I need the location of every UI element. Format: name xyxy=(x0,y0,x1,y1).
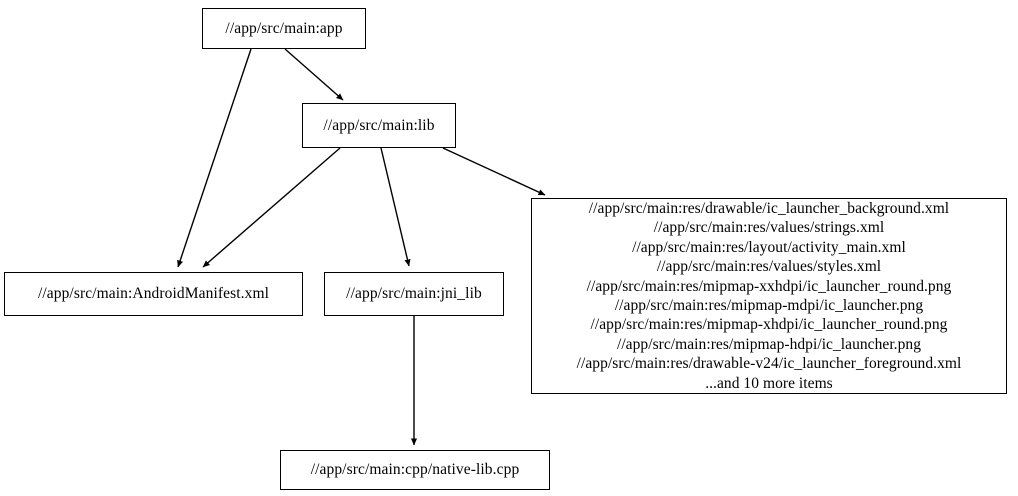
node-app-label: //app/src/main:app xyxy=(225,19,343,37)
node-lib-label: //app/src/main:lib xyxy=(323,116,435,134)
node-resources-group[interactable]: //app/src/main:res/drawable/ic_launcher_… xyxy=(531,198,1007,394)
node-app[interactable]: //app/src/main:app xyxy=(202,8,366,49)
edge-app-to-lib xyxy=(284,48,344,101)
edge-lib-to-manifest xyxy=(202,147,341,268)
node-jni-lib[interactable]: //app/src/main:jni_lib xyxy=(324,272,504,316)
node-resources-group-label: //app/src/main:res/drawable/ic_launcher_… xyxy=(576,199,962,392)
node-native-lib-cpp-label: //app/src/main:cpp/native-lib.cpp xyxy=(310,461,520,479)
edge-app-to-manifest xyxy=(177,48,252,268)
node-native-lib-cpp[interactable]: //app/src/main:cpp/native-lib.cpp xyxy=(280,450,550,490)
node-lib[interactable]: //app/src/main:lib xyxy=(302,103,456,148)
node-jni-lib-label: //app/src/main:jni_lib xyxy=(346,285,482,303)
edge-lib-to-jni xyxy=(380,147,411,267)
edge-lib-to-resources xyxy=(442,147,546,196)
node-android-manifest-label: //app/src/main:AndroidManifest.xml xyxy=(37,285,270,303)
node-android-manifest[interactable]: //app/src/main:AndroidManifest.xml xyxy=(4,272,303,316)
